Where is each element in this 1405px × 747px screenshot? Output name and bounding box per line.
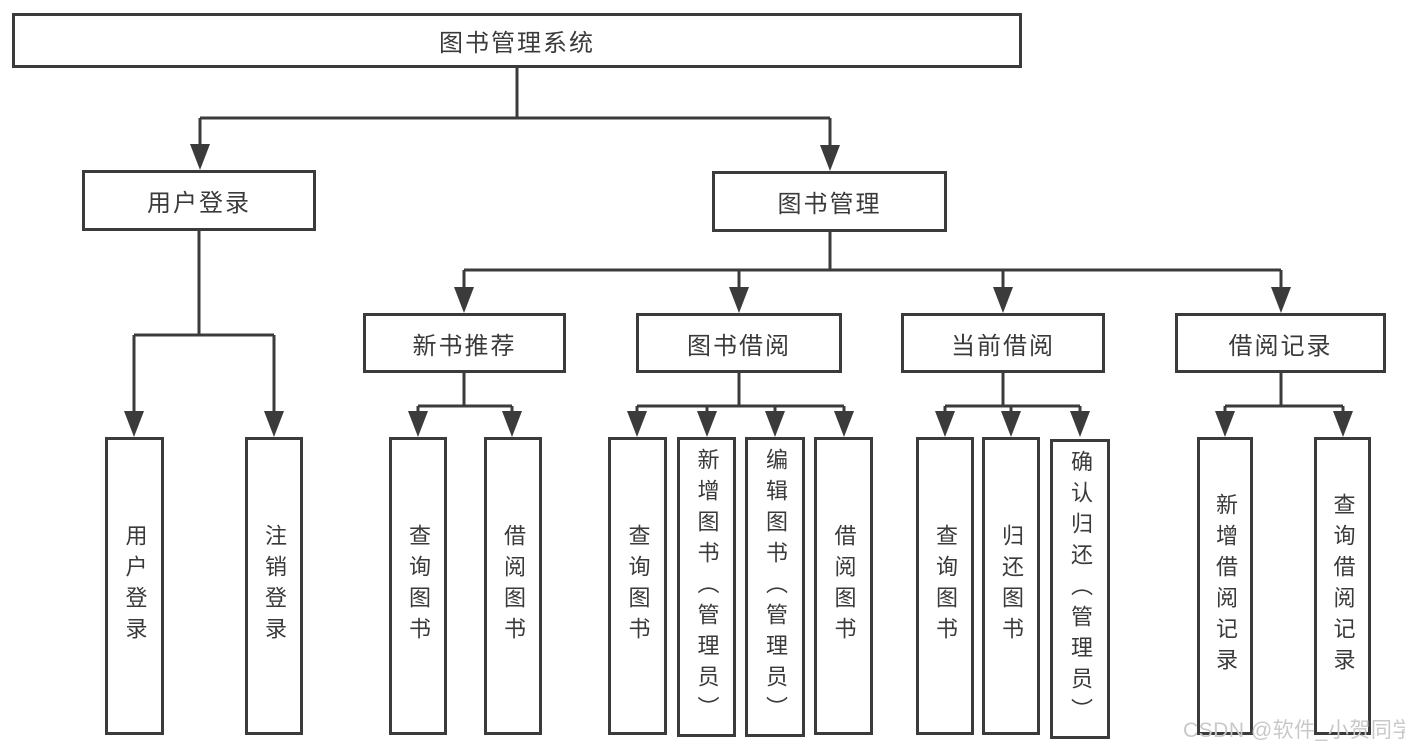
leaf-query-borrow-record: 查询借阅记录 [1314,437,1371,735]
leaf-edit-books-admin: 编辑图书（管理员） [745,437,805,737]
node-current-borrowing: 当前借阅 [901,313,1105,373]
leaf-borrow-books-recommend: 借阅图书 [484,437,542,735]
node-label: 用户登录 [147,190,251,217]
node-label: 图书借阅 [687,332,791,360]
node-label: 借阅图书 [501,524,526,648]
node-label: 图书管理 [777,191,882,218]
node-label: 归还图书 [999,524,1024,648]
leaf-query-books-borrowing: 查询图书 [608,437,667,735]
node-label: 查询图书 [406,524,431,648]
node-label: 查询图书 [933,524,958,648]
node-label: 借阅记录 [1228,332,1333,360]
leaf-user-login: 用户登录 [105,437,164,735]
node-label: 确认归还（管理员） [1068,449,1093,729]
csdn-watermark: CSDN @软件_小贺同学 [1183,719,1405,742]
node-user-login-branch: 用户登录 [82,170,316,231]
node-new-book-recommend: 新书推荐 [363,313,566,373]
node-library-management-system: 图书管理系统 [12,13,1022,68]
leaf-query-books-recommend: 查询图书 [389,437,447,735]
leaf-logout: 注销登录 [245,437,303,735]
node-label: 注销登录 [262,524,287,648]
leaf-add-books-admin: 新增图书（管理员） [677,437,736,737]
node-book-management: 图书管理 [712,171,947,232]
node-label: 新增图书（管理员） [694,447,720,727]
leaf-confirm-return-admin: 确认归还（管理员） [1050,439,1110,739]
node-label: 当前借阅 [951,332,1055,360]
arrowheads [124,144,1353,437]
node-label: 新书推荐 [412,332,517,360]
leaf-return-books: 归还图书 [982,437,1040,735]
node-borrowing-records: 借阅记录 [1175,313,1386,373]
leaf-query-books-current: 查询图书 [916,437,974,735]
node-label: 查询图书 [625,524,651,648]
node-book-borrowing: 图书借阅 [636,313,842,373]
node-label: 借阅图书 [831,524,857,648]
node-label: 编辑图书（管理员） [763,447,788,727]
node-label: 用户登录 [122,524,148,648]
node-label: 新增借阅记录 [1213,493,1238,679]
node-label: 图书管理系统 [439,30,595,57]
node-label: 查询借阅记录 [1330,493,1356,679]
tree-edges [132,66,1345,413]
leaf-borrow-books: 借阅图书 [814,437,873,735]
leaf-add-borrow-record: 新增借阅记录 [1197,437,1253,735]
